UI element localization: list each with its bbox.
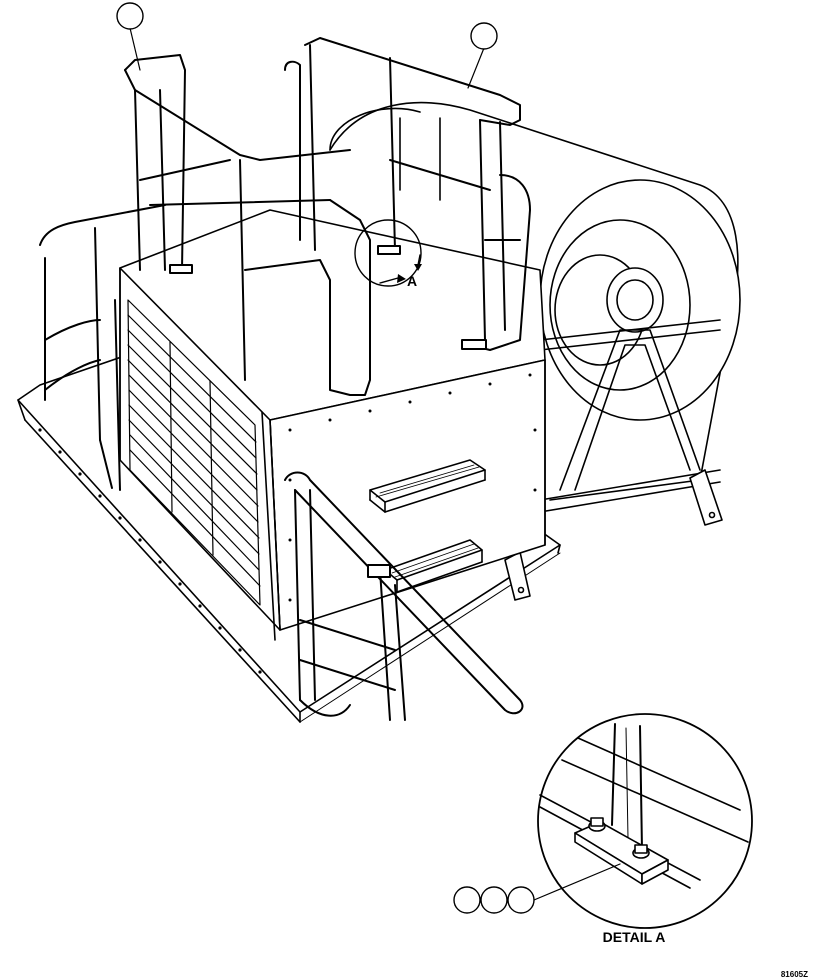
figure-number: 81605Z — [781, 970, 808, 979]
view-label-a: A — [407, 273, 417, 289]
callout-3 — [453, 886, 481, 914]
louver-grille — [127, 299, 261, 606]
detail-a-view — [537, 713, 753, 929]
callout-2 — [470, 22, 498, 50]
callout-1 — [116, 2, 144, 30]
callout-4 — [480, 886, 508, 914]
stair-handrail — [284, 471, 524, 721]
left-side-rail — [39, 204, 166, 491]
callout-5 — [507, 886, 535, 914]
detail-caption: DETAIL A — [603, 929, 666, 945]
top-guard-rail — [124, 37, 531, 396]
detail-a-marker — [354, 219, 422, 287]
callout-leaders — [129, 27, 621, 901]
